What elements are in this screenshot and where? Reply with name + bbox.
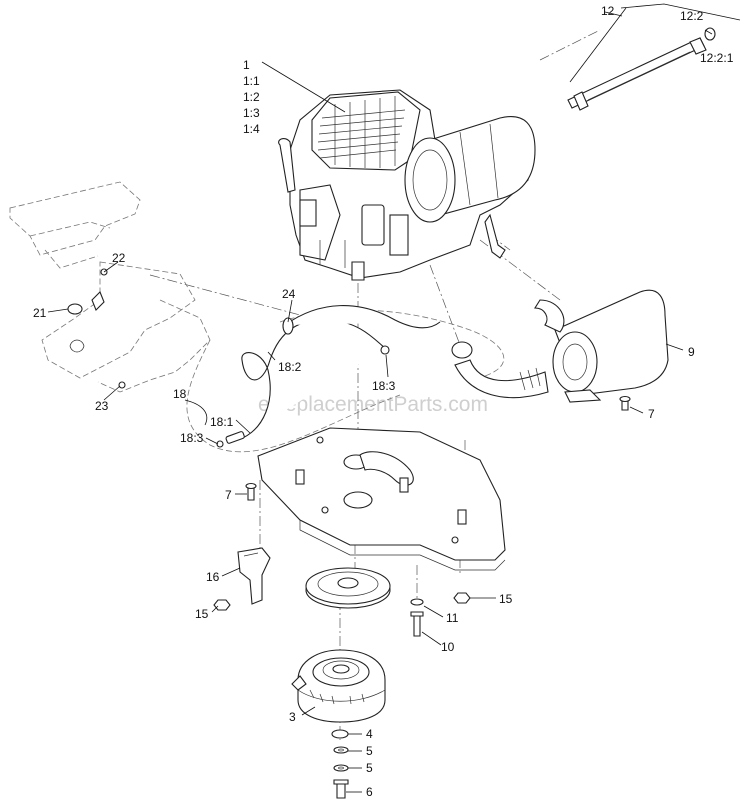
callout-23: 23	[95, 399, 109, 413]
callout-1: 1	[243, 58, 250, 72]
muffler-9	[451, 289, 669, 403]
callout-4: 4	[366, 727, 373, 741]
bracket-16	[237, 547, 271, 605]
callout-labels: 1 1:1 1:2 1:3 1:4 12 12:2 12:2:1 22 24 2…	[33, 4, 734, 799]
callout-18-3-bottom: 18:3	[180, 431, 204, 445]
callout-12-2: 12:2	[680, 9, 704, 23]
callout-10: 10	[441, 640, 455, 654]
leader-lines	[47, 3, 741, 793]
pulley	[305, 567, 391, 609]
callout-1-1: 1:1	[243, 74, 260, 88]
callout-15-right: 15	[499, 592, 513, 606]
callout-7-right: 7	[648, 407, 655, 421]
bracket-21-22-23	[67, 268, 126, 389]
callout-9: 9	[688, 345, 695, 359]
callout-1-4: 1:4	[243, 122, 260, 136]
callout-18-1: 18:1	[210, 415, 234, 429]
callout-3: 3	[289, 710, 296, 724]
hardware	[213, 395, 631, 799]
callout-15-left: 15	[195, 607, 209, 621]
callout-24: 24	[282, 287, 296, 301]
callout-5-top: 5	[366, 744, 373, 758]
callout-12-2-1: 12:2:1	[700, 51, 734, 65]
engine-assembly	[278, 89, 536, 281]
callout-18: 18	[173, 387, 187, 401]
callout-11: 11	[446, 611, 459, 625]
callout-12: 12	[601, 4, 615, 18]
callout-18-2: 18:2	[278, 360, 302, 374]
callout-6: 6	[366, 785, 373, 799]
shaft-12	[567, 27, 716, 111]
callout-16: 16	[206, 570, 220, 584]
callout-7-left: 7	[225, 488, 232, 502]
callout-22: 22	[112, 251, 126, 265]
watermark-text: eReplacementParts.com	[258, 393, 488, 416]
clutch-3	[291, 649, 386, 723]
callout-1-2: 1:2	[243, 90, 260, 104]
fuel-line-18	[216, 305, 441, 448]
engine-plate	[257, 427, 506, 571]
callout-18-3-top: 18:3	[372, 379, 396, 393]
callout-1-3: 1:3	[243, 106, 260, 120]
callout-5-bottom: 5	[366, 761, 373, 775]
callout-21: 21	[33, 306, 47, 320]
